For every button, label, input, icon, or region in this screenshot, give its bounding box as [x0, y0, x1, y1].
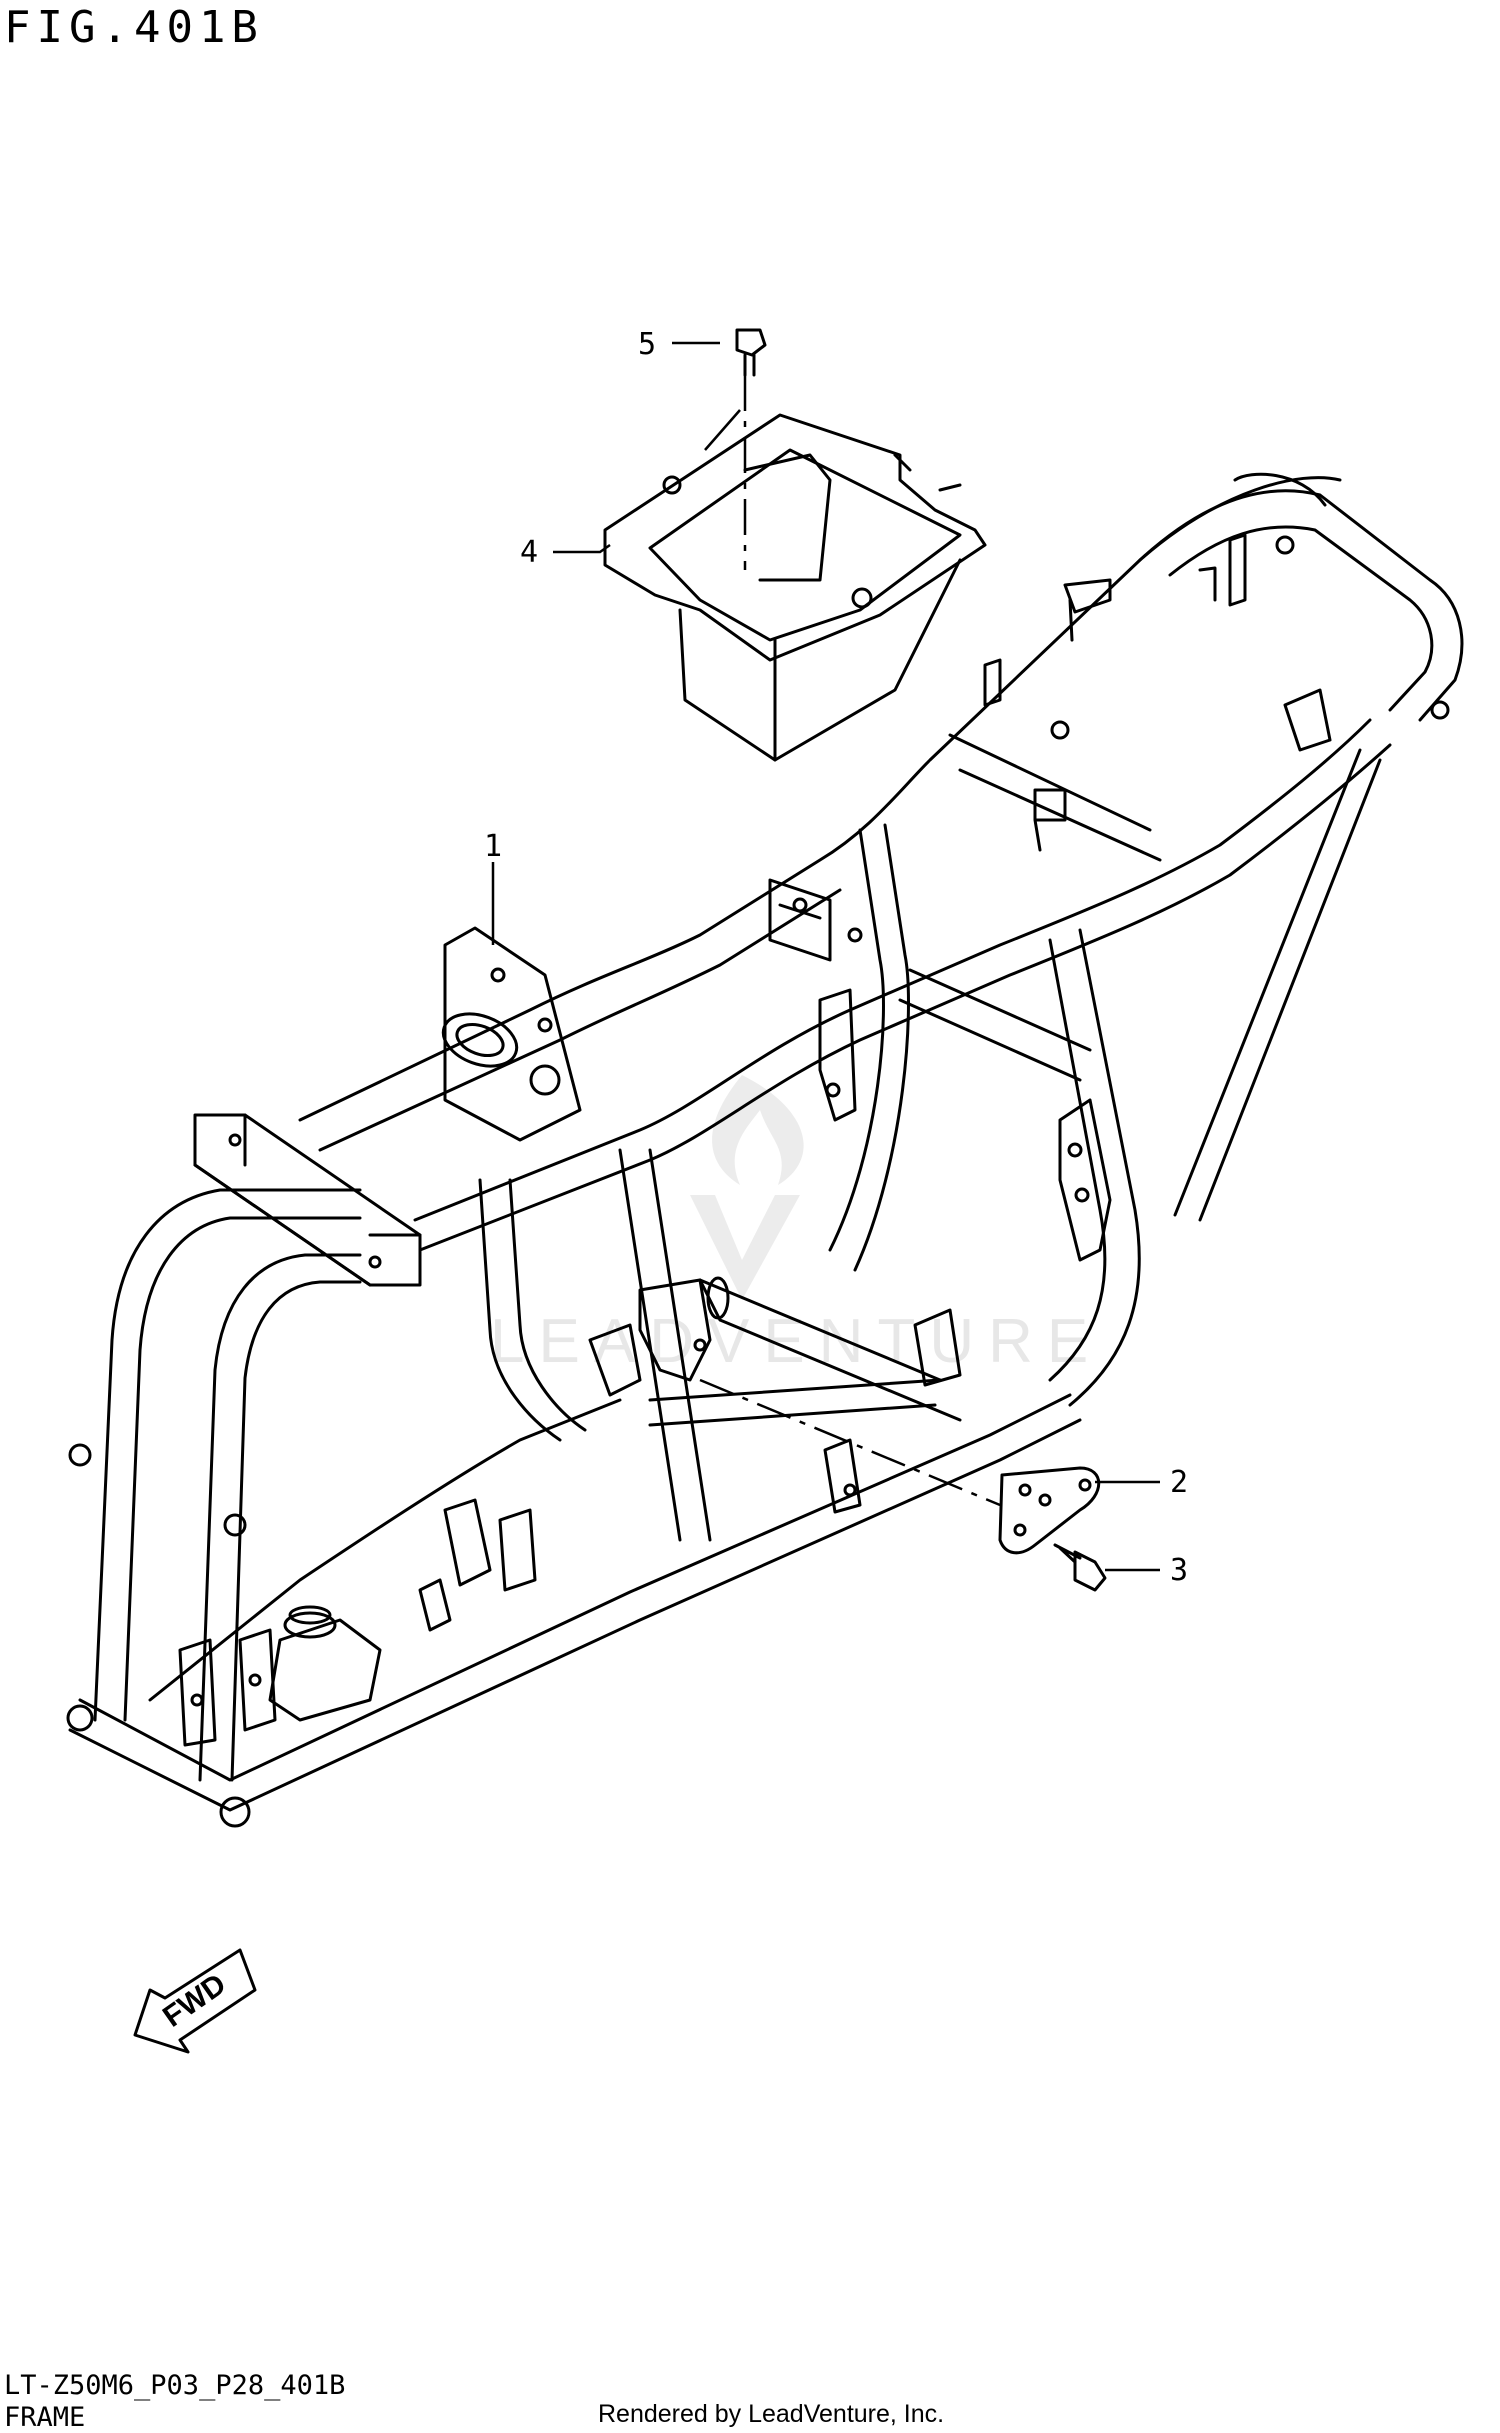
lower-crossbar: [698, 1278, 962, 1422]
rear-tab-4: [1198, 533, 1247, 607]
down-tube-rear: [1048, 928, 1141, 1407]
rear-tab-1: [1063, 578, 1112, 642]
diagonal-brace: [1173, 748, 1382, 1222]
watermark-text: LEADVENTURE: [490, 1307, 1102, 1376]
callout-5: 5: [638, 327, 656, 362]
rear-tab-5: [1033, 788, 1067, 852]
seat-bracket-mid: [768, 878, 832, 962]
headstock-plate: [443, 926, 582, 1142]
front-loop-inner: [198, 1253, 362, 1782]
bottom-rail-left: [68, 1418, 1082, 1812]
front-loop-inner-inner: [230, 1280, 362, 1782]
seat-bracket-left: [638, 1278, 712, 1382]
front-loop-outer: [93, 1188, 362, 1722]
watermark: LEADVENTURE: [490, 1075, 1102, 1376]
callout-1: 1: [484, 829, 502, 864]
mid-brace: [828, 823, 910, 1272]
callout-labels: 1 2 3 4 5: [484, 327, 1188, 1588]
mid-gusset: [818, 988, 857, 1122]
render-credit: Rendered by LeadVenture, Inc.: [598, 2400, 945, 2428]
down-tube-front: [478, 1178, 587, 1442]
bottom-rail-inner: [148, 1398, 622, 1702]
skid-plate: [268, 1618, 382, 1722]
lower-tab-1: [588, 1323, 642, 1397]
forward-arrow-icon: [133, 1948, 257, 2054]
section-name: FRAME: [4, 2402, 86, 2433]
down-tube-mid: [618, 1148, 712, 1542]
engine-bracket-3: [418, 1578, 452, 1632]
callout-2: 2: [1170, 1465, 1188, 1500]
rear-tab-2: [983, 658, 1002, 707]
cross-tube-lower: [648, 1378, 942, 1427]
flame-logo-icon: [712, 1075, 804, 1185]
front-loop-outer-inner: [123, 1216, 362, 1722]
callout-3: 3: [1170, 1553, 1188, 1588]
front-mount-right: [238, 1628, 277, 1732]
callout-4: 4: [520, 535, 538, 570]
rear-gusset: [1058, 1098, 1112, 1262]
rear-crossbar: [948, 733, 1162, 862]
figure-code: LT-Z50M6_P03_P28_401B: [4, 2370, 346, 2401]
battery-box-rim: [603, 413, 987, 662]
engine-bracket-2: [443, 1498, 492, 1587]
upper-rail-left-inner: [318, 888, 842, 1152]
engine-bracket-1: [498, 1508, 537, 1592]
figure-title: FIG.401B: [4, 2, 264, 53]
frame-drawing: FWD: [66, 328, 1464, 2054]
mounting-plate: [998, 1466, 1101, 1555]
v-mark-icon: [690, 1195, 800, 1300]
lower-tab-3: [823, 1438, 862, 1514]
bolt-5: [735, 328, 767, 377]
upper-rail-left: [298, 476, 1342, 1122]
lower-tab-2: [913, 1308, 962, 1387]
rear-loop-inner: [1168, 525, 1434, 712]
upper-rail-right: [413, 718, 1372, 1222]
rear-loop: [1138, 489, 1464, 722]
leader-lines: [491, 341, 1160, 1572]
rear-tab-3: [1283, 688, 1332, 752]
front-mount-left: [178, 1638, 217, 1747]
upper-rail-right-inner: [418, 743, 1392, 1252]
bottom-rail-left-inner: [78, 1393, 1072, 1782]
bolt-3: [1053, 1543, 1107, 1592]
